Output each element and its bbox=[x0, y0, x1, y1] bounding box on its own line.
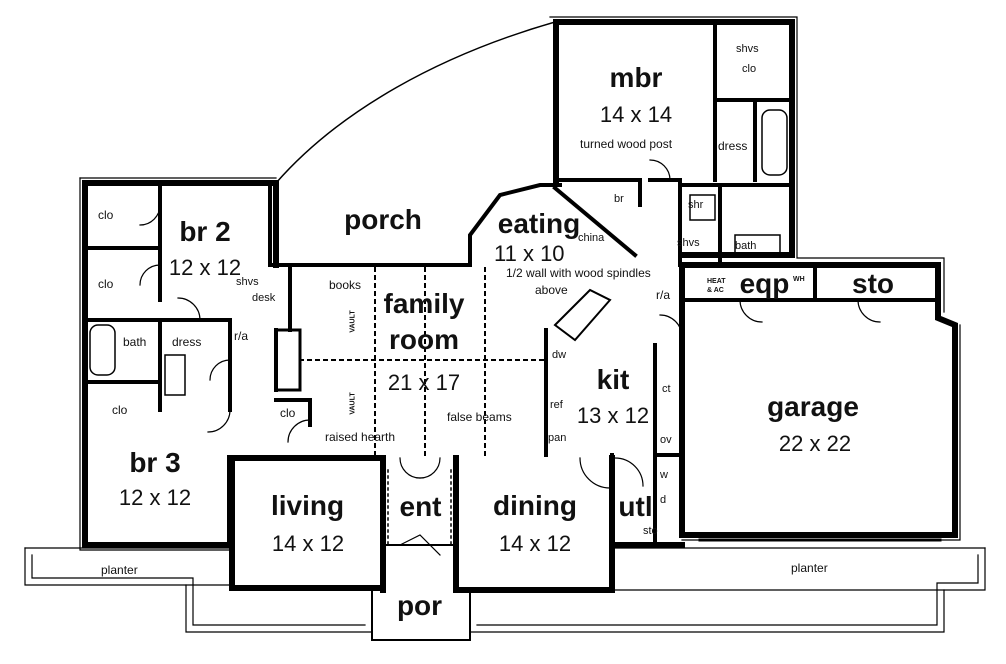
room-size-dining: 14 x 12 bbox=[498, 531, 572, 556]
room-label-eqp: eqp bbox=[739, 268, 790, 299]
room-size-eating: 11 x 10 bbox=[494, 241, 565, 266]
room-label-ent: ent bbox=[399, 491, 442, 522]
note-dress-mbr: dress bbox=[718, 139, 748, 153]
note-ov: ov bbox=[660, 434, 672, 446]
kitchen-island bbox=[553, 288, 612, 342]
note-dress-left: dress bbox=[172, 335, 202, 349]
note-raised-hearth: raised hearth bbox=[325, 430, 396, 444]
room-size-living: 14 x 12 bbox=[271, 531, 345, 556]
false-beams bbox=[299, 267, 546, 456]
room-size-kit: 13 x 12 bbox=[576, 403, 650, 428]
por-outline bbox=[371, 544, 471, 641]
room-label-porch: porch bbox=[344, 204, 422, 235]
note-clo-hall: clo bbox=[280, 406, 296, 420]
note-heat-ac-1: HEAT bbox=[707, 278, 726, 285]
note-shvs-bath: shvs bbox=[677, 237, 700, 249]
note-vault-2: VAULT bbox=[349, 392, 357, 415]
note-sto-utl: sto bbox=[643, 525, 658, 537]
note-half-wall-1: 1/2 wall with wood spindles bbox=[506, 266, 651, 280]
room-label-living: living bbox=[270, 490, 345, 521]
room-label-br2: br 2 bbox=[179, 216, 231, 247]
note-dw: dw bbox=[552, 349, 567, 361]
note-shvs-mbr: shvs bbox=[736, 43, 759, 55]
room-label-sto: sto bbox=[852, 268, 894, 299]
room-size-mbr: 14 x 14 bbox=[599, 102, 673, 127]
interior-walls bbox=[83, 20, 940, 547]
note-ct: ct bbox=[662, 383, 671, 395]
note-bath-left: bath bbox=[123, 335, 147, 349]
bath-fixtures bbox=[89, 109, 788, 396]
doors bbox=[139, 159, 881, 556]
note-wh: WH bbox=[793, 276, 805, 283]
room-label-eating: eating bbox=[497, 208, 581, 239]
room-label-br3: br 3 bbox=[129, 447, 181, 478]
note-br: br bbox=[614, 193, 624, 205]
room-label-kit: kit bbox=[596, 364, 630, 395]
note-w: w bbox=[660, 469, 668, 481]
note-bath-mbr: bath bbox=[735, 240, 757, 252]
note-heat-ac-2: & AC bbox=[707, 287, 724, 294]
room-label-por: por bbox=[396, 590, 443, 621]
note-clo-br2-top: clo bbox=[98, 208, 114, 222]
porch-roof-arc bbox=[274, 21, 556, 185]
note-books: books bbox=[329, 278, 362, 292]
eating-bay-walls bbox=[468, 183, 638, 267]
room-size-family: 21 x 17 bbox=[387, 370, 461, 395]
room-label-family-2: room bbox=[389, 324, 459, 355]
note-china: china bbox=[578, 232, 605, 244]
note-clo-br3: clo bbox=[112, 403, 128, 417]
room-size-br3: 12 x 12 bbox=[118, 485, 192, 510]
note-clo-br2-bottom: clo bbox=[98, 277, 114, 291]
note-d: d bbox=[660, 494, 667, 506]
room-label-dining: dining bbox=[493, 490, 577, 521]
exterior-walls bbox=[82, 19, 958, 593]
note-ra-kit: r/a bbox=[656, 288, 671, 302]
room-size-garage: 22 x 22 bbox=[778, 431, 852, 456]
note-pan: pan bbox=[548, 432, 567, 444]
note-clo-mbr: clo bbox=[742, 63, 757, 75]
wall-outlines bbox=[79, 16, 961, 551]
note-shvs-desk-2: desk bbox=[252, 292, 276, 304]
note-ra-left: r/a bbox=[234, 329, 249, 343]
room-label-garage: garage bbox=[767, 391, 859, 422]
note-vault-1: VAULT bbox=[349, 310, 357, 333]
note-shvs-desk-1: shvs bbox=[236, 276, 259, 288]
room-size-br2: 12 x 12 bbox=[168, 255, 242, 280]
note-planter-left: planter bbox=[101, 563, 138, 577]
note-planter-right: planter bbox=[791, 561, 828, 575]
entry-dashes bbox=[387, 469, 452, 546]
note-ref: ref bbox=[550, 399, 563, 411]
fireplace bbox=[274, 328, 302, 392]
note-shr: shr bbox=[688, 199, 704, 211]
room-label-mbr: mbr bbox=[609, 62, 663, 93]
note-false-beams: false beams bbox=[447, 410, 512, 424]
note-turned-wood-post: turned wood post bbox=[580, 137, 673, 151]
room-label-family-1: family bbox=[383, 288, 465, 319]
room-label-utl: utl bbox=[618, 491, 653, 522]
note-half-wall-2: above bbox=[535, 283, 568, 297]
